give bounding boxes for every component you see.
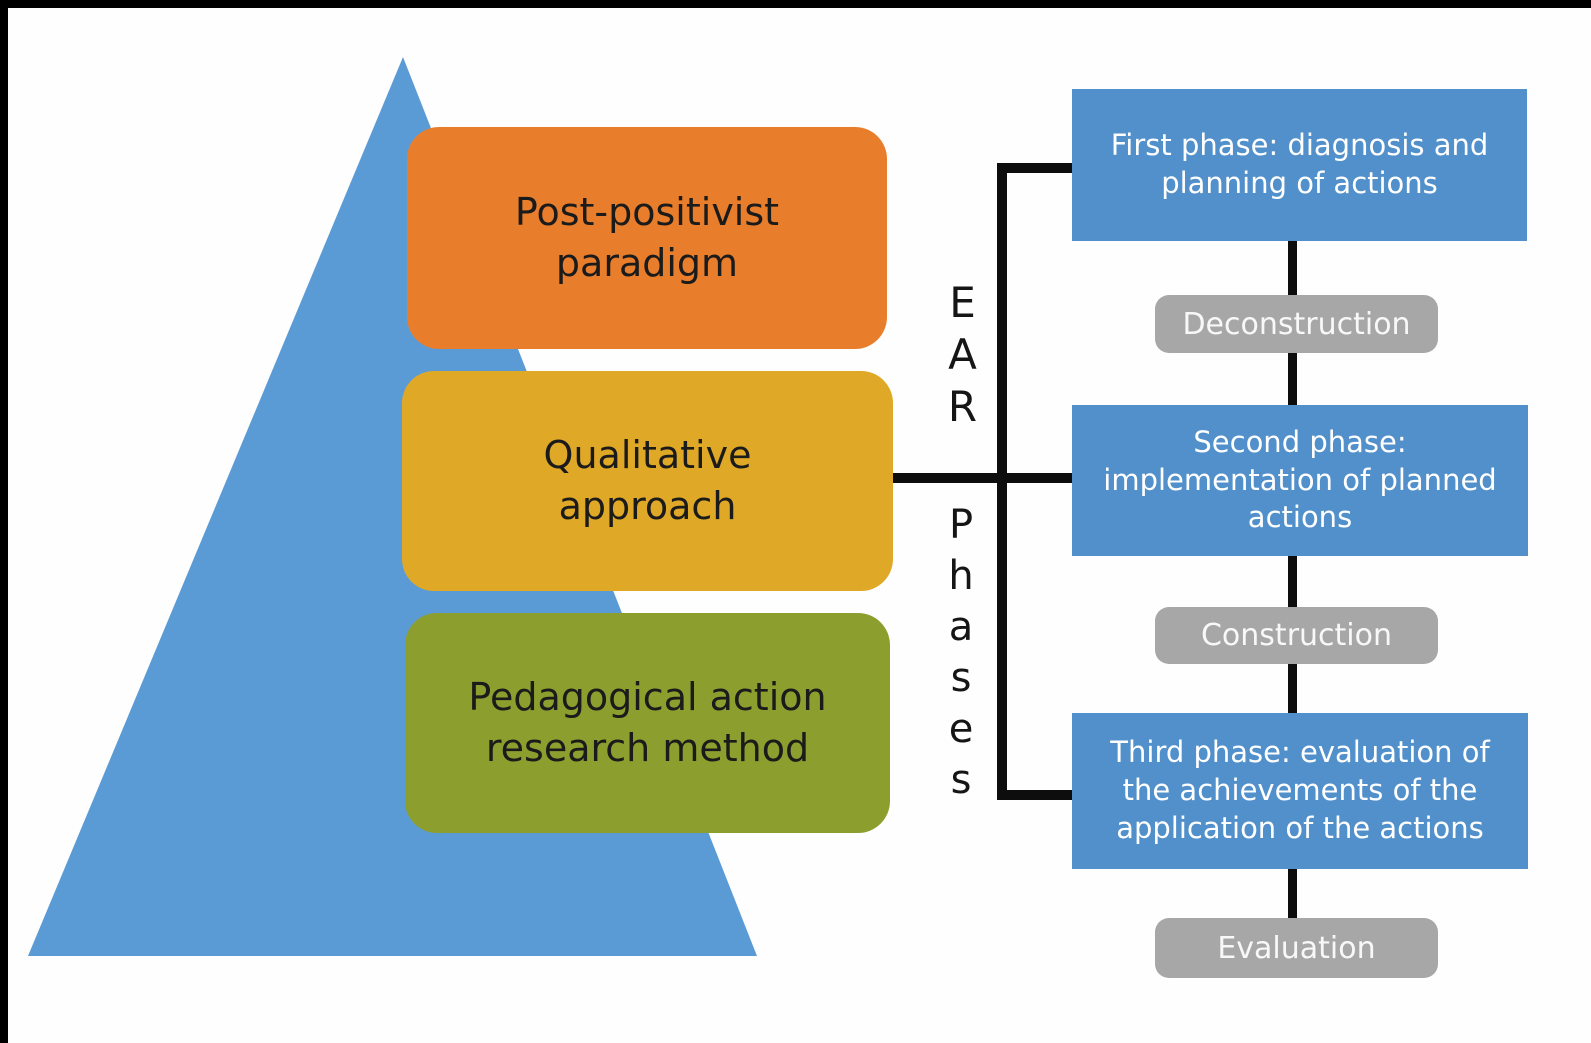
phase-box-third: Third phase: evaluation of the achieveme… xyxy=(1072,713,1528,869)
frame-border-top xyxy=(0,0,1591,8)
pyramid-level-paradigm: Post-positivist paradigm xyxy=(407,127,887,349)
connector-deconstruction-phase2 xyxy=(1288,350,1297,410)
pyramid-level-approach-label: Qualitative approach xyxy=(543,432,752,528)
transition-deconstruction-label: Deconstruction xyxy=(1182,306,1411,342)
pyramid-level-method: Pedagogical action research method xyxy=(405,613,890,833)
phase-box-first-label: First phase: diagnosis and planning of a… xyxy=(1110,128,1489,200)
transition-box-construction: Construction xyxy=(1155,607,1438,664)
phase-box-second-label: Second phase: implementation of planned … xyxy=(1103,424,1497,535)
frame-border-left xyxy=(0,0,8,1043)
transition-construction-label: Construction xyxy=(1200,618,1392,653)
phase-box-first: First phase: diagnosis and planning of a… xyxy=(1072,89,1527,241)
phase-box-third-label: Third phase: evaluation of the achieveme… xyxy=(1110,735,1490,845)
transition-evaluation-label: Evaluation xyxy=(1217,930,1376,966)
phases-label: Phases xyxy=(938,502,984,808)
phase-box-second: Second phase: implementation of planned … xyxy=(1072,405,1528,556)
pyramid-to-flow-line xyxy=(890,473,1074,483)
bracket-bottom-stub-line xyxy=(997,790,1075,800)
connector-construction-phase3 xyxy=(1288,660,1297,718)
pyramid-level-paradigm-label: Post-positivist paradigm xyxy=(514,189,780,285)
transition-box-deconstruction: Deconstruction xyxy=(1155,295,1438,353)
pyramid-level-approach: Qualitative approach xyxy=(402,371,893,591)
connector-phase2-construction xyxy=(1288,553,1297,613)
ear-label: EAR xyxy=(938,278,987,434)
pyramid-level-method-label: Pedagogical action research method xyxy=(468,674,827,770)
transition-box-evaluation: Evaluation xyxy=(1155,918,1438,978)
bracket-top-stub-line xyxy=(997,163,1075,173)
connector-phase3-evaluation xyxy=(1288,866,1297,924)
connector-phase1-deconstruction xyxy=(1288,241,1297,301)
